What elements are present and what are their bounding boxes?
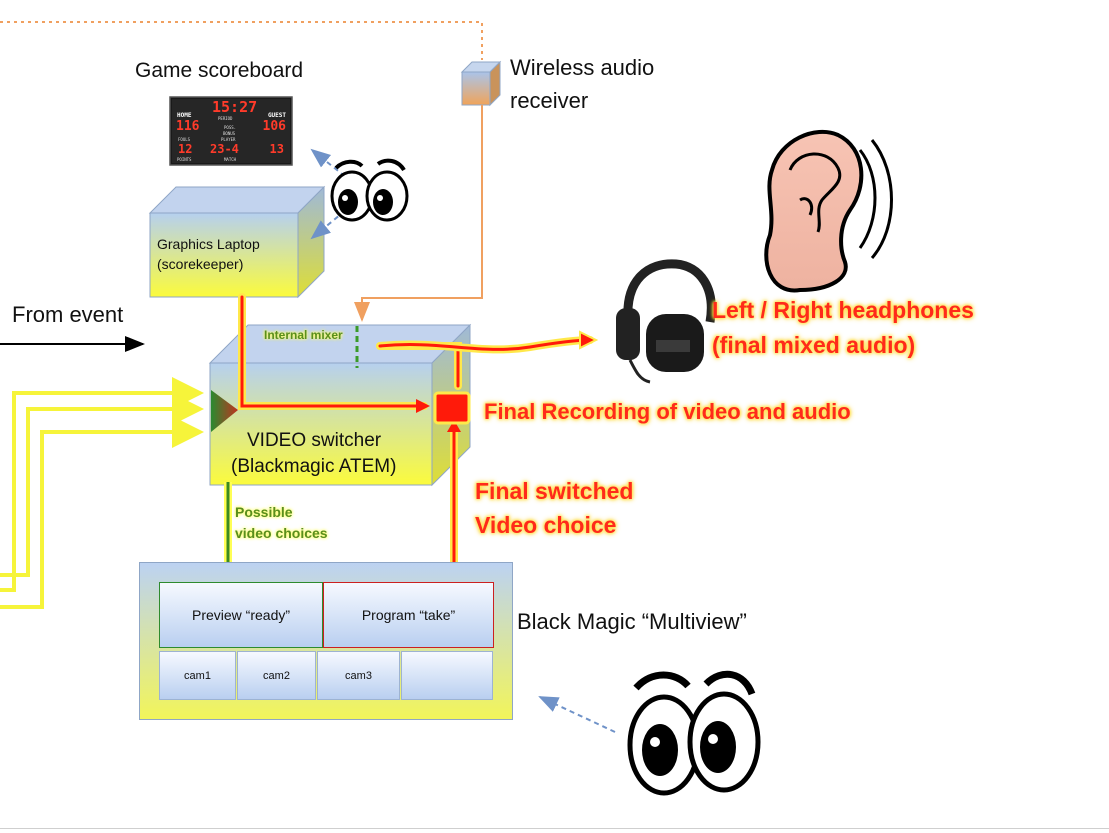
video-switcher-cube — [208, 323, 472, 487]
wireless-label-line1: Wireless audio — [510, 55, 655, 80]
wireless-signal-line — [0, 21, 483, 60]
cam-label: cam1 — [184, 669, 211, 682]
eyes-to-multiview-arrow — [538, 696, 616, 733]
multiview-title: Black Magic “Multiview” — [517, 609, 747, 634]
headphones-label-line1: Left / Right headphones — [712, 297, 974, 323]
switcher-input-triangle — [211, 390, 238, 432]
multiview-preview: Preview “ready” — [159, 582, 323, 648]
scoreboard-guest-fouls: 13 — [269, 142, 284, 156]
scoreboard-period-label: PERIOD — [218, 116, 233, 121]
switcher-label-line1: VIDEO switcher — [247, 430, 382, 451]
scoreboard-panel: 15:27 HOME GUEST PERIOD 116 106 POSS. BO… — [172, 99, 290, 163]
scoreboard-home-fouls: 12 — [178, 142, 193, 156]
scoreboard-player-label: PLAYER — [221, 137, 236, 142]
camera-input-lines — [0, 377, 204, 609]
final-switched-line2: Video choice — [475, 512, 617, 538]
final-switched-line1: Final switched — [475, 478, 634, 504]
multiview-program-label: Program “take” — [361, 607, 456, 623]
scoreboard-guest-label: GUEST — [267, 112, 286, 119]
eyes-large-icon — [627, 670, 761, 796]
scoreboard-clock: 15:27 — [212, 98, 258, 116]
internal-mixer-label: Internal mixer — [264, 328, 343, 342]
wireless-label-line2: receiver — [510, 88, 589, 113]
headphones-label-line2: (final mixed audio) — [712, 332, 916, 358]
eyes-small-icon — [330, 158, 409, 222]
headphones-icon — [616, 259, 716, 384]
graphics-laptop-cube — [148, 185, 326, 299]
ear-icon — [764, 129, 893, 293]
scoreboard-home-label: HOME — [177, 112, 192, 119]
final-audio-lines — [238, 293, 599, 587]
scoreboard-fouls-label: FOULS — [178, 137, 191, 142]
scoreboard-match-label: MATCH — [224, 157, 237, 162]
laptop-label-line2: (scorekeeper) — [157, 256, 244, 272]
multiview-preview-label: Preview “ready” — [191, 607, 291, 623]
multiview-cam-1: cam1 — [159, 651, 236, 700]
scoreboard-poss-label: POSS. — [224, 125, 237, 130]
scoreboard-home-score: 116 — [176, 119, 200, 134]
cam-label: cam3 — [345, 669, 372, 682]
bottom-divider — [0, 828, 1109, 829]
scoreboard-guest-score: 106 — [262, 119, 286, 134]
possible-choices-line1: Possible — [235, 504, 293, 520]
from-event-label: From event — [12, 302, 124, 327]
wireless-receiver-cube — [460, 60, 502, 107]
multiview-cam-2: cam2 — [237, 651, 316, 700]
switcher-label-line2: (Blackmagic ATEM) — [231, 456, 397, 477]
multiview-cam-4 — [401, 651, 493, 700]
scoreboard-title: Game scoreboard — [135, 59, 304, 82]
multiview-cam-3: cam3 — [317, 651, 400, 700]
scoreboard-bonus-label: BONUS — [223, 131, 236, 136]
multiview-program: Program “take” — [323, 582, 494, 648]
laptop-label-line1: Graphics Laptop — [157, 236, 260, 252]
final-recording-label: Final Recording of video and audio — [484, 399, 851, 424]
scoreboard-points-label: POINTS — [177, 157, 192, 162]
possible-choices-line2: video choices — [235, 525, 328, 541]
recording-block — [433, 391, 471, 425]
cam-label: cam2 — [263, 669, 290, 682]
scoreboard-image — [169, 96, 293, 166]
scoreboard-player-fouls: 23-4 — [210, 142, 239, 156]
